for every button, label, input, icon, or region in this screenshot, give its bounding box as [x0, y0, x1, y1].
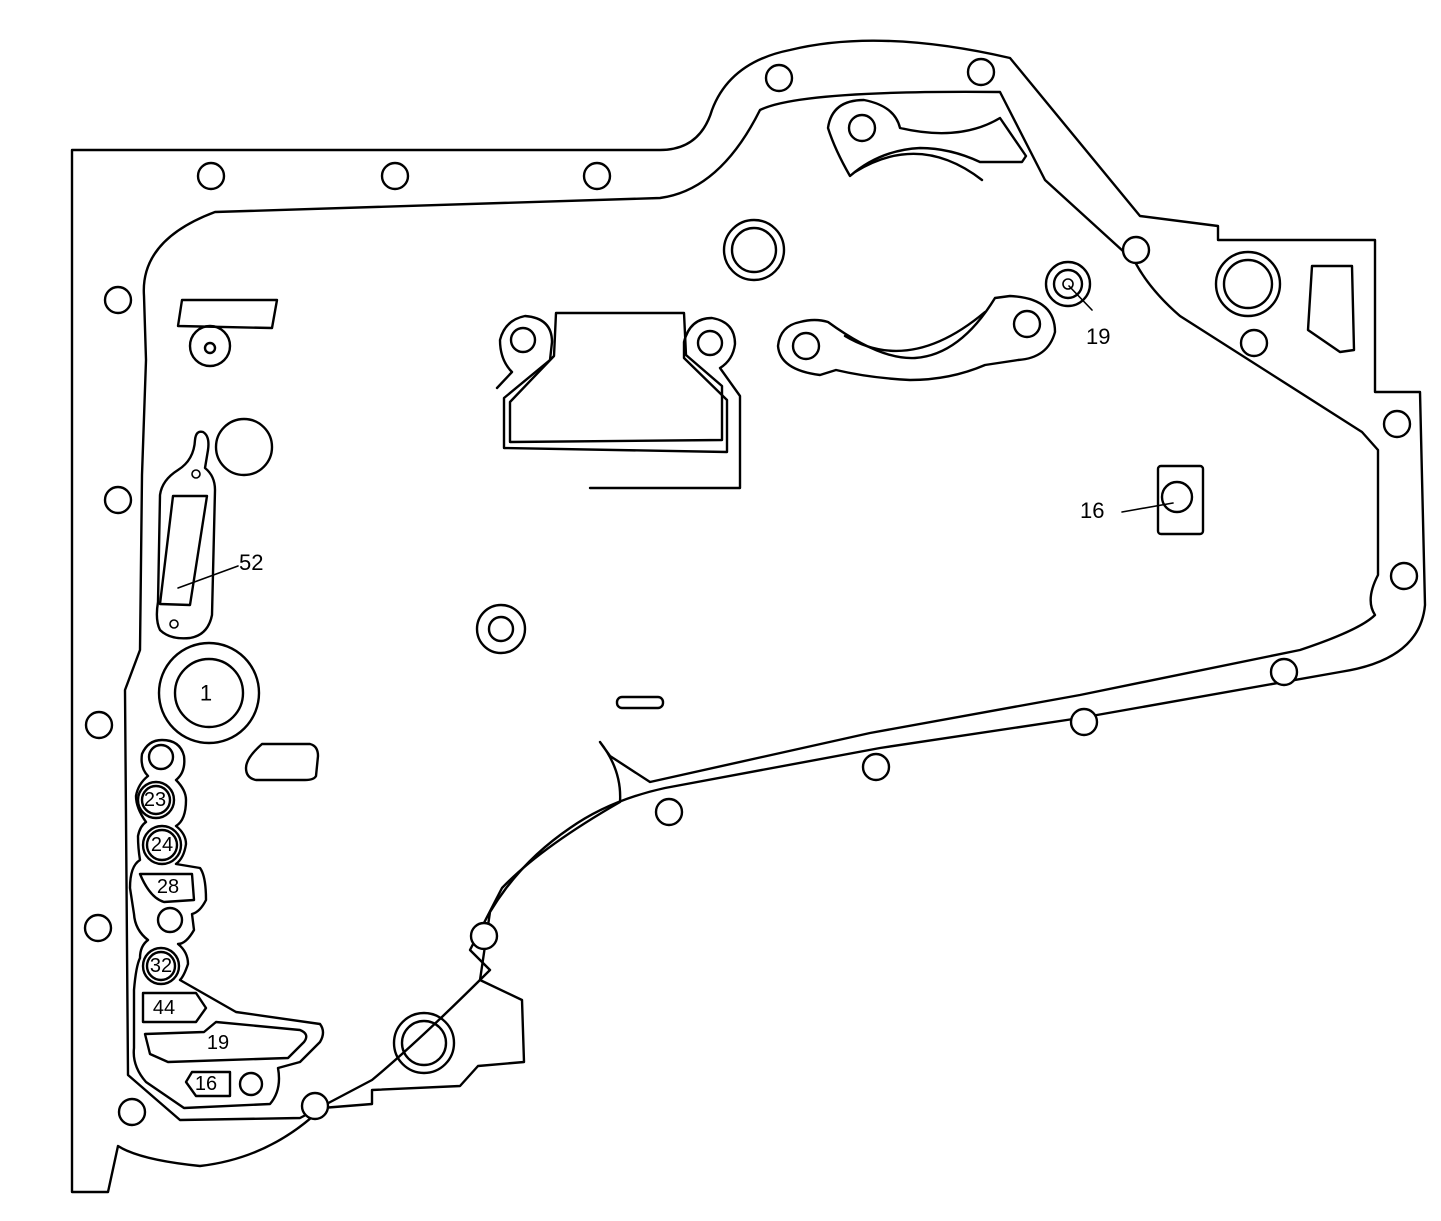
- valve-24-inner: [145, 828, 179, 862]
- boss-inner: [730, 226, 778, 274]
- valve-part-32: [141, 946, 181, 986]
- orifice-16-hole: [1160, 480, 1194, 514]
- manifold-hole-right: [696, 329, 724, 357]
- perimeter-bolt-holes: [83, 57, 1419, 1127]
- bolt-hole: [196, 161, 226, 191]
- valve-port: [147, 743, 175, 771]
- small-rounded-block: [244, 742, 320, 782]
- valve-16-hole: [238, 1071, 264, 1097]
- valve-part-24: [141, 824, 183, 866]
- bracket-hole: [191, 469, 201, 479]
- boss-outer: [475, 603, 527, 655]
- bolt-hole: [117, 1097, 147, 1127]
- valve-24-outer: [141, 824, 183, 866]
- label-16-right: 16: [1080, 498, 1104, 523]
- leader-line-16-right: [1121, 502, 1174, 513]
- round-port: [214, 417, 274, 477]
- bolt-hole: [861, 752, 891, 782]
- boss-inner: [400, 1019, 448, 1067]
- gasket-inner-outline: [123, 90, 1380, 1122]
- leader-line-52: [177, 565, 239, 589]
- orifice-19-inner: [1062, 278, 1074, 290]
- large-port-inner: [173, 657, 245, 729]
- label-1: 1: [200, 681, 212, 706]
- valve-23-inner: [140, 784, 172, 816]
- bolt-hole: [1069, 707, 1099, 737]
- small-slot: [615, 695, 665, 710]
- pump-arc-lower: [843, 310, 987, 353]
- strainer-bracket: [155, 430, 217, 640]
- orifice-19-mid: [1052, 268, 1084, 300]
- bolt-hole: [469, 921, 499, 951]
- housing-outer-outline: [70, 39, 1427, 1194]
- pump-mount-hole: [847, 113, 877, 143]
- boss-outer: [722, 218, 786, 282]
- small-boss: [188, 324, 232, 368]
- bolt-hole: [654, 797, 684, 827]
- boss-outer: [1214, 250, 1282, 318]
- bolt-hole: [1382, 409, 1412, 439]
- boss-inner: [487, 615, 515, 643]
- label-23: 23: [144, 789, 166, 811]
- valve-28-box: [138, 872, 196, 904]
- manifold-outer: [495, 314, 742, 490]
- pump-arc: [853, 152, 984, 182]
- bolt-hole: [83, 913, 113, 943]
- orifice-19-outer: [1044, 260, 1092, 308]
- valve-32-outer: [141, 946, 181, 986]
- valve-23-outer: [136, 780, 176, 820]
- label-16-bottom: 16: [195, 1073, 217, 1095]
- bolt-hole: [966, 57, 996, 87]
- leader-line-19-top: [1068, 285, 1093, 311]
- valve-part-23: [136, 780, 176, 820]
- pump-mount-lower: [776, 294, 1057, 382]
- valve-44-box: [141, 991, 208, 1024]
- small-boss-hole: [203, 341, 217, 355]
- bolt-hole: [1269, 657, 1299, 687]
- pump-mount-upper: [826, 98, 1028, 178]
- strainer-element: [158, 494, 209, 607]
- boss-outer: [392, 1011, 456, 1075]
- pump-lower-hole: [791, 331, 821, 361]
- valve-32-inner: [145, 950, 177, 982]
- manifold-inner: [508, 311, 724, 444]
- large-port-outer: [157, 641, 261, 745]
- bolt-hole: [1121, 235, 1151, 265]
- manifold-hole-left: [509, 326, 537, 354]
- bolt-hole: [103, 285, 133, 315]
- upper-left-slot: [176, 298, 279, 330]
- valve-port: [156, 906, 184, 934]
- bolt-hole: [582, 161, 612, 191]
- bolt-hole: [380, 161, 410, 191]
- bolt-hole: [1389, 561, 1419, 591]
- bracket-hole: [169, 619, 179, 629]
- label-32: 32: [150, 955, 172, 977]
- bolt-hole: [1239, 328, 1269, 358]
- valve-chain-outline: [128, 738, 325, 1110]
- boss-inner: [1222, 258, 1274, 310]
- right-pad: [1306, 264, 1356, 354]
- bolt-hole: [103, 485, 133, 515]
- bolt-hole: [84, 710, 114, 740]
- label-28: 28: [157, 876, 179, 898]
- label-24: 24: [151, 834, 173, 856]
- label-19-bottom: 19: [207, 1032, 229, 1054]
- label-44: 44: [153, 997, 175, 1019]
- label-52: 52: [239, 550, 263, 575]
- orifice-16-plate: [1156, 464, 1205, 536]
- label-19-top: 19: [1086, 324, 1110, 349]
- valve-16-box: [184, 1070, 232, 1098]
- bolt-hole: [764, 63, 794, 93]
- valve-19-box: [143, 1020, 308, 1064]
- bolt-hole: [300, 1091, 330, 1121]
- pump-lower-hole: [1012, 309, 1042, 339]
